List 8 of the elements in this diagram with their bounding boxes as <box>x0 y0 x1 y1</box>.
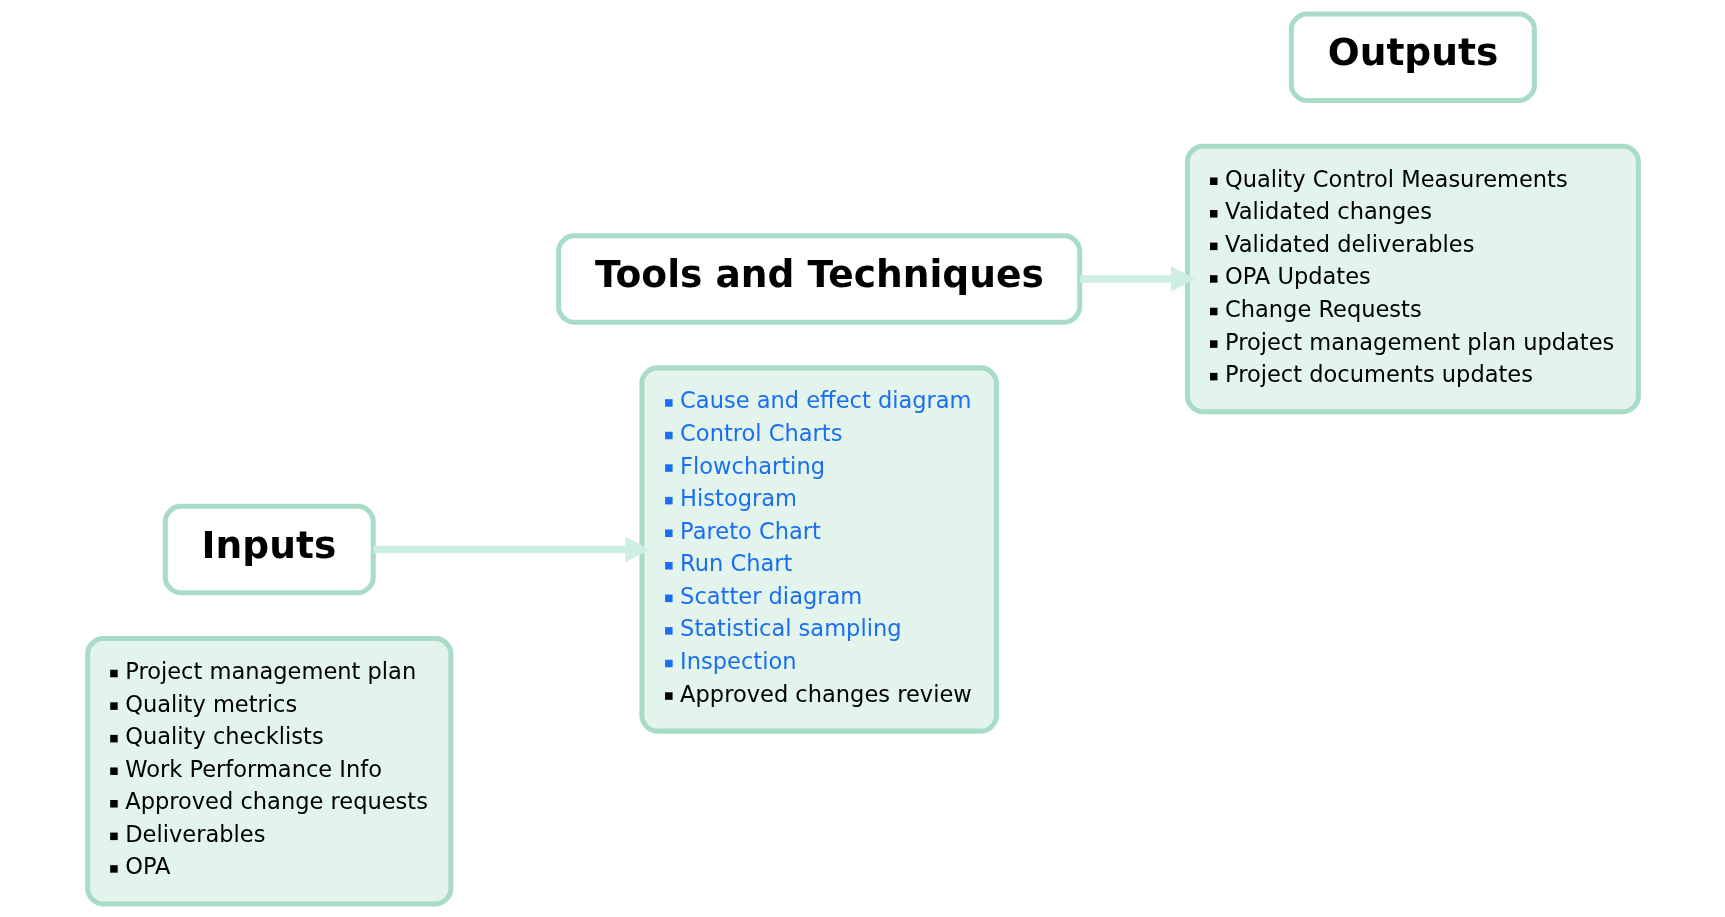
node-box: Project management plan Quality metrics Quality checklists Work Performance Info Approved change requests Deliverables OPA <box>84 635 453 906</box>
arrow <box>373 536 650 562</box>
node-box: Tools and Techniques <box>555 232 1082 325</box>
node-box: Quality Control Measurements Validated changes Validated deliverables OPA Updates Change Requests Project management plan updates Project documents updates <box>1184 143 1641 414</box>
arrow <box>1079 265 1195 292</box>
node-box: Cause and effect diagram Control Charts Flowcharting Histogram Pareto Chart Run Chart Scatter diagram Statistical sampling Inspection Approved changes review <box>638 364 999 734</box>
node-box: Outputs <box>1288 11 1537 103</box>
node-box: Inputs <box>162 503 376 595</box>
